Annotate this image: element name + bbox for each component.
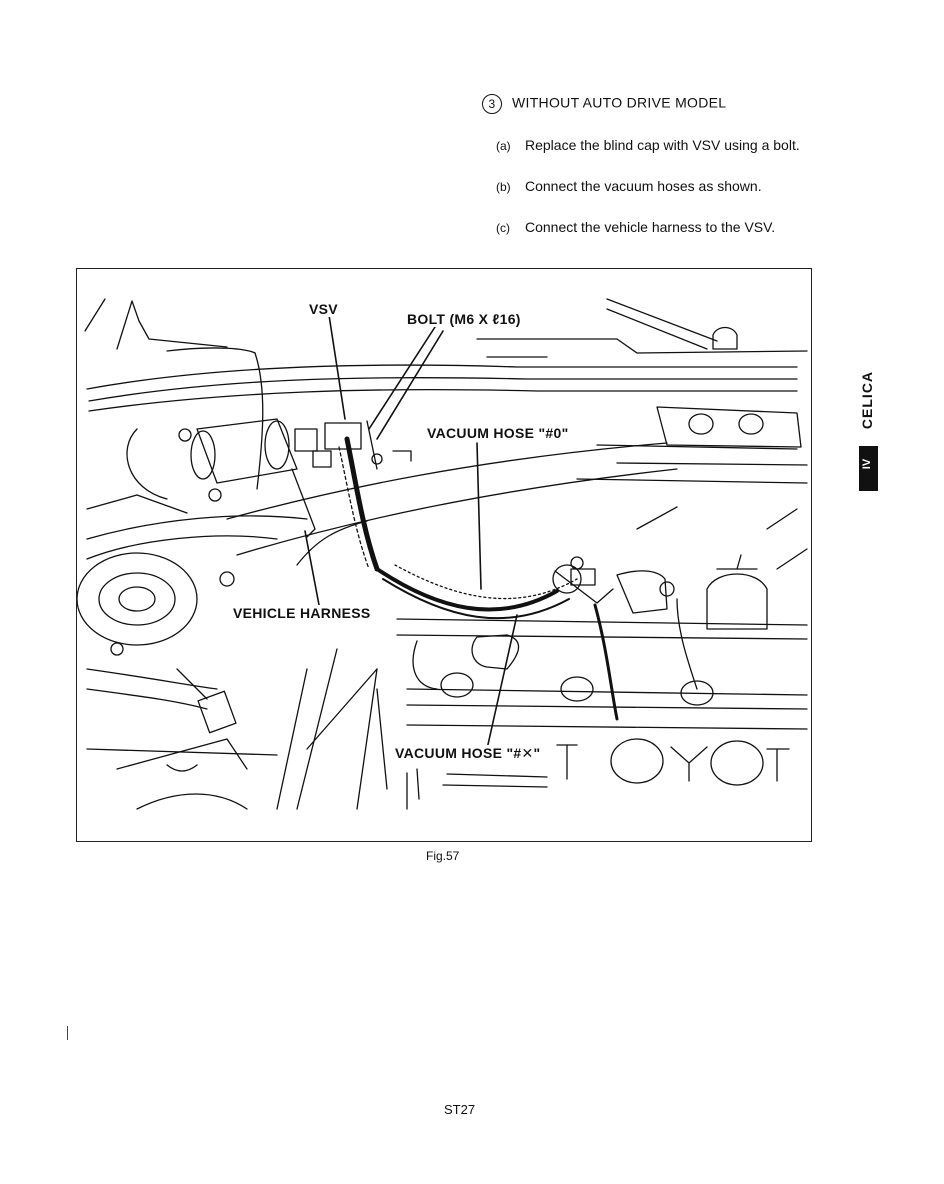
step-marker: (a) (496, 139, 511, 153)
step-text: Connect the vacuum hoses as shown. (525, 178, 762, 194)
engine-line-drawing (77, 298, 808, 810)
side-tab-block-text: IV (861, 458, 874, 470)
vacuum-hose-x-label: VACUUM HOSE "#✕" (393, 745, 543, 762)
section-heading: 3 WITHOUT AUTO DRIVE MODEL (482, 94, 726, 114)
heading-text: WITHOUT AUTO DRIVE MODEL (512, 94, 727, 111)
side-tab-text: CELICA (859, 370, 876, 430)
step-number-circle: 3 (482, 94, 502, 114)
vsv-label: VSV (307, 301, 340, 317)
side-tab-label: CELICA (838, 368, 898, 438)
bolt-label: BOLT (M6 X ℓ16) (405, 311, 523, 327)
side-tab-block: IV (859, 446, 878, 491)
step-a: (a) Replace the blind cap with VSV using … (496, 137, 800, 153)
vehicle-harness-label: VEHICLE HARNESS (231, 605, 373, 621)
figure-caption: Fig.57 (426, 849, 460, 863)
step-b: (b) Connect the vacuum hoses as shown. (496, 178, 762, 194)
step-text: Replace the blind cap with VSV using a b… (525, 137, 800, 153)
step-text: Connect the vehicle harness to the VSV. (525, 219, 776, 235)
step-marker: (b) (496, 180, 511, 194)
page-number: ST27 (444, 1102, 476, 1117)
engine-bay-illustration: VSV BOLT (M6 X ℓ16) VACUUM HOSE "#0" VEH… (76, 268, 812, 842)
step-c: (c) Connect the vehicle harness to the VS… (496, 219, 775, 235)
margin-mark (67, 1026, 68, 1040)
vacuum-hose-0-label: VACUUM HOSE "#0" (425, 425, 571, 441)
step-marker: (c) (496, 221, 510, 235)
